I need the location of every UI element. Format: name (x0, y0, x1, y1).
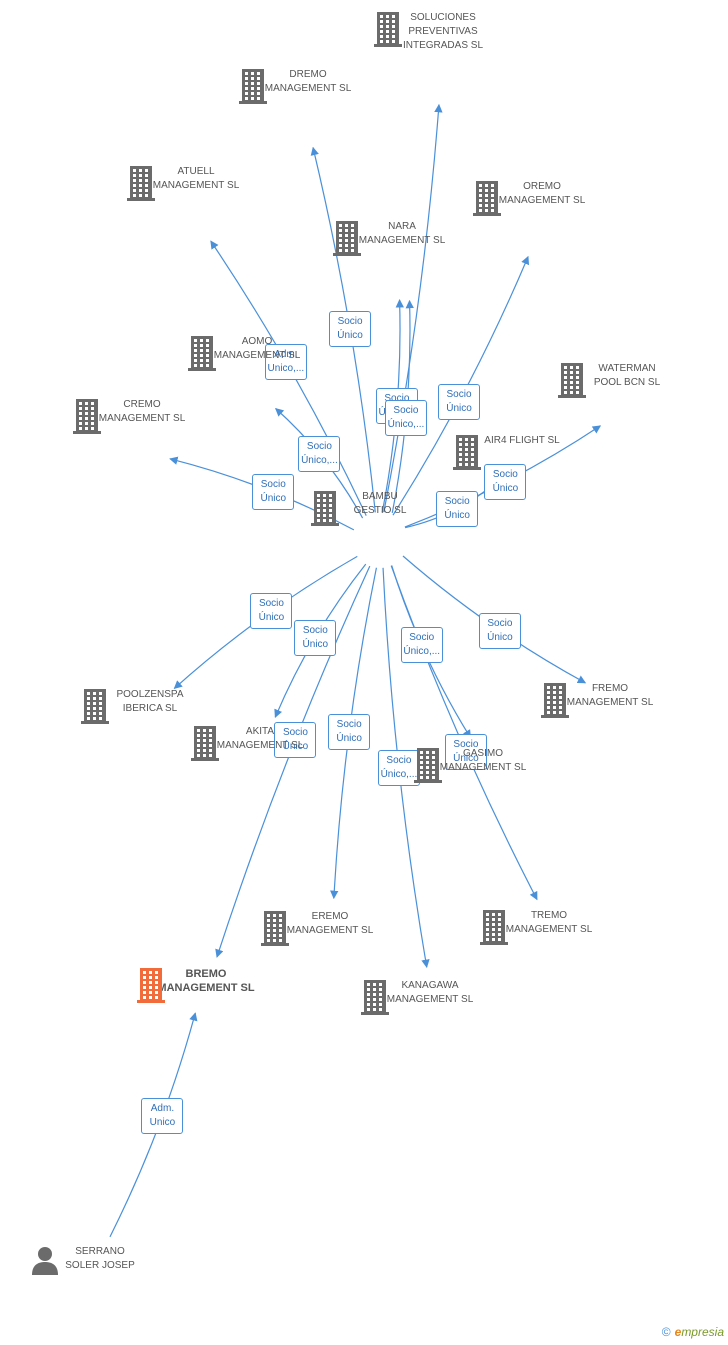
footer-brand: ©empresia (662, 1325, 724, 1339)
node-label: GASIMO MANAGEMENT SL (439, 748, 527, 773)
brand-initial: e (674, 1325, 682, 1339)
edge-label-bambu-gasimo[interactable]: Socio Único,... (400, 627, 443, 664)
node-label: EREMO MANAGEMENT SL (286, 911, 374, 936)
edge-label-bambu-oremo[interactable]: Socio Único (438, 383, 481, 420)
node-soluciones[interactable]: SOLUCIONES PREVENTIVAS INTEGRADAS SL (373, 11, 513, 53)
edge-label-bambu-cremo[interactable]: Socio Único (252, 474, 295, 511)
node-label: AKITA MANAGEMENT SL (216, 726, 304, 751)
edge-label-bambu-atuell[interactable]: Adm. Unico,... (264, 343, 307, 380)
node-fremo[interactable]: FREMO MANAGEMENT SL (540, 682, 680, 718)
node-label: SOLUCIONES PREVENTIVAS INTEGRADAS SL (402, 12, 484, 51)
node-label: OREMO MANAGEMENT SL (498, 181, 586, 206)
brand-name: mpresia (681, 1325, 724, 1339)
node-kanagawa[interactable]: KANAGAWA MANAGEMENT SL (360, 979, 500, 1015)
node-akita[interactable]: AKITA MANAGEMENT SL (190, 725, 330, 761)
edge-label-bambu-eremo[interactable]: Socio Único (328, 714, 371, 751)
node-label: AIR4 FLIGHT SL (484, 435, 560, 446)
node-label: Serrano Soler Josep (65, 1246, 135, 1271)
node-poolzenspa[interactable]: POOLZENSPA IBERICA SL (80, 688, 220, 724)
node-oremo[interactable]: OREMO MANAGEMENT SL (472, 180, 612, 216)
node-waterman[interactable]: WATERMAN POOL BCN SL (557, 362, 697, 398)
node-aomo[interactable]: AOMO MANAGEMENT SL (187, 335, 327, 371)
edge-label-serrano-bremo[interactable]: Adm. Unico (141, 1097, 184, 1134)
node-label: FREMO MANAGEMENT SL (566, 683, 654, 708)
node-label: WATERMAN POOL BCN SL (593, 363, 661, 388)
node-label: CREMO MANAGEMENT SL (98, 399, 186, 424)
copyright-symbol: © (661, 1325, 671, 1339)
node-label: TREMO MANAGEMENT SL (505, 910, 593, 935)
edge-label-bambu-waterman[interactable]: Socio Único (484, 463, 527, 500)
node-label: ATUELL MANAGEMENT SL (152, 166, 240, 191)
edge-bambu-bremo (215, 565, 371, 958)
node-air4[interactable]: AIR4 FLIGHT SL (452, 434, 592, 470)
edge-label-bambu-bremo[interactable]: Socio Único (274, 721, 317, 758)
node-cremo[interactable]: CREMO MANAGEMENT SL (72, 398, 212, 434)
node-bremo[interactable]: BREMO MANAGEMENT SL (136, 967, 276, 1003)
node-label: DREMO MANAGEMENT SL (264, 69, 352, 94)
edge-label-bambu-fremo[interactable]: Socio Único (478, 612, 521, 649)
node-label: NARA MANAGEMENT SL (358, 221, 446, 246)
node-tremo[interactable]: TREMO MANAGEMENT SL (479, 909, 619, 945)
node-dremo[interactable]: DREMO MANAGEMENT SL (238, 68, 378, 104)
node-label: BREMO MANAGEMENT SL (157, 968, 255, 994)
edge-bambu-soluciones (383, 103, 443, 513)
node-atuell[interactable]: ATUELL MANAGEMENT SL (126, 165, 266, 201)
node-label: KANAGAWA MANAGEMENT SL (386, 980, 474, 1005)
edge-label-bambu-aomo[interactable]: Socio Único,... (298, 436, 341, 473)
node-gasimo[interactable]: GASIMO MANAGEMENT SL (413, 747, 553, 783)
node-serrano[interactable]: Serrano Soler Josep (30, 1245, 170, 1275)
edge-label-bambu-dremo[interactable]: Socio Único (329, 310, 372, 347)
edge-label-bambu-tremo[interactable]: Socio Único (444, 733, 487, 770)
edge-label-bambu-nara[interactable]: Socio Único,... (384, 399, 427, 436)
node-label: POOLZENSPA IBERICA SL (116, 689, 184, 714)
node-nara[interactable]: NARA MANAGEMENT SL (332, 220, 472, 256)
edge-label-bambu-air4[interactable]: Socio Único (436, 490, 479, 527)
node-eremo[interactable]: EREMO MANAGEMENT SL (260, 910, 400, 946)
edge-label-bambu-poolzenspa[interactable]: Socio Único (250, 592, 293, 629)
node-label: AOMO MANAGEMENT SL (213, 336, 301, 361)
node-bambu[interactable]: BAMBU GESTIO SL (310, 490, 450, 526)
edge-label-bambu-akita[interactable]: Socio Único (294, 619, 337, 656)
node-label: BAMBU GESTIO SL (353, 491, 407, 516)
